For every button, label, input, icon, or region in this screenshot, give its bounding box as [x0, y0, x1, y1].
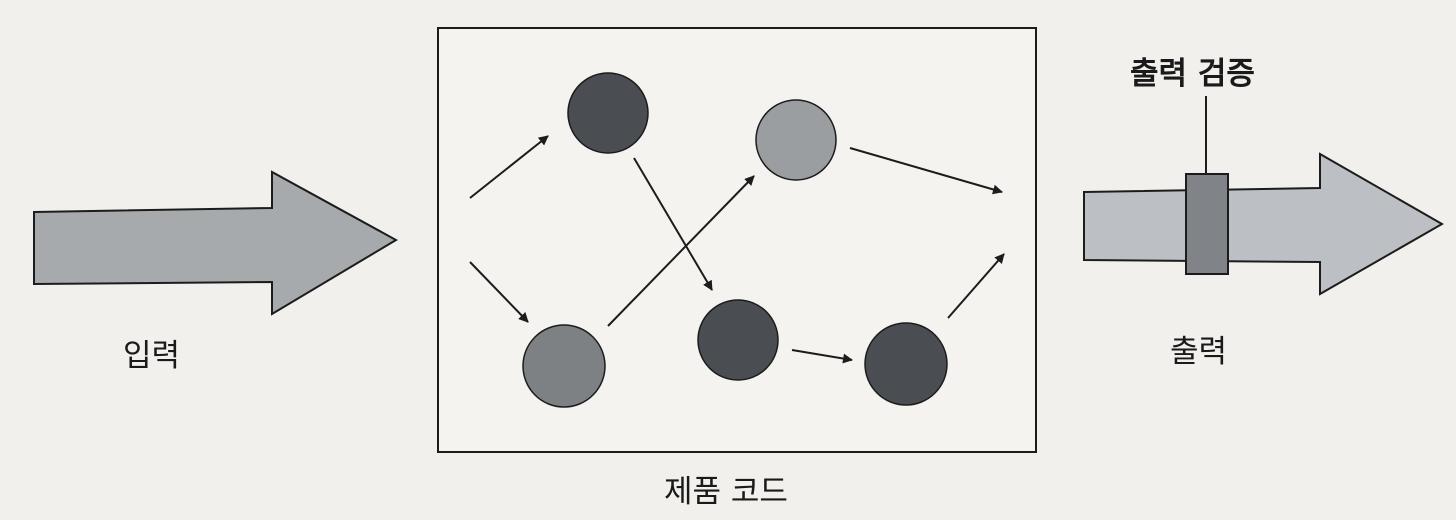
flow-arrow — [947, 253, 1005, 319]
node-top-left — [567, 72, 649, 154]
product-code-label: 제품 코드 — [664, 474, 788, 510]
flow-arrow — [849, 147, 1003, 195]
flow-arrow — [607, 175, 755, 327]
node-bottom-middle — [697, 299, 779, 381]
input-arrow — [33, 170, 399, 316]
input-label: 입력 — [123, 338, 181, 374]
node-bottom-right — [864, 322, 948, 406]
output-validation-label: 출력 검증 — [1130, 56, 1255, 92]
flow-arrow — [469, 135, 549, 199]
flow-arrow — [791, 349, 853, 364]
output-arrow — [1083, 152, 1445, 296]
product-code-box — [437, 27, 1037, 453]
validation-band — [1185, 173, 1229, 275]
flow-arrow — [469, 261, 529, 323]
flow-arrow — [633, 157, 713, 291]
output-label: 출력 — [1170, 334, 1228, 370]
node-bottom-left — [522, 324, 606, 408]
node-top-right — [755, 99, 837, 181]
